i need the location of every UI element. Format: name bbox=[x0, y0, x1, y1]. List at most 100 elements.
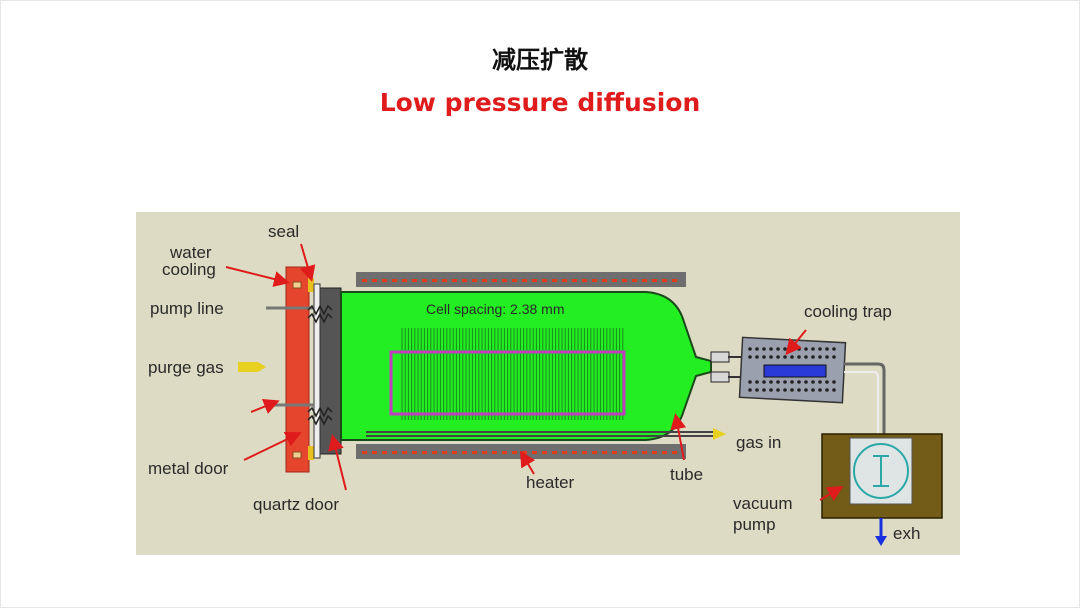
spring-upper-2 bbox=[307, 312, 333, 324]
label-gas-in: gas in bbox=[736, 433, 781, 452]
cooling-trap-fin bbox=[755, 347, 759, 351]
heater-element-dot bbox=[392, 451, 397, 454]
heater-element-dot bbox=[412, 279, 417, 282]
heater-element-dot bbox=[562, 451, 567, 454]
heater-top bbox=[356, 272, 686, 287]
cooling-trap-fin bbox=[818, 388, 822, 392]
heater-element-dot bbox=[442, 451, 447, 454]
cooling-trap-fin bbox=[783, 347, 787, 351]
cooling-trap-fin bbox=[769, 355, 773, 359]
heater-element-dot bbox=[482, 279, 487, 282]
heater-element-dot bbox=[372, 451, 377, 454]
label-quartz-door: quartz door bbox=[253, 495, 339, 514]
arrow-water-cooling bbox=[225, 266, 290, 287]
trap-to-pump-pipe bbox=[844, 362, 886, 437]
heater-element-dot bbox=[402, 279, 407, 282]
heater-element-dot bbox=[542, 279, 547, 282]
cooling-trap-fin bbox=[825, 355, 829, 359]
heater-element-dot bbox=[652, 279, 657, 282]
cooling-trap-fin bbox=[748, 347, 752, 351]
seal-top bbox=[308, 278, 314, 292]
cooling-trap-fin bbox=[797, 380, 801, 384]
cooling-trap-fin bbox=[762, 347, 766, 351]
heater-element-dot bbox=[672, 279, 677, 282]
cooling-trap-fin bbox=[797, 355, 801, 359]
heater-element-dot bbox=[522, 451, 527, 454]
heater-element-dot bbox=[452, 279, 457, 282]
exhaust-arrow bbox=[875, 536, 887, 546]
cooling-trap-fin bbox=[790, 380, 794, 384]
cooling-trap-fin bbox=[818, 355, 822, 359]
heater-element-dot bbox=[592, 279, 597, 282]
heater-element-dot bbox=[532, 279, 537, 282]
cooling-trap-fin bbox=[825, 380, 829, 384]
label-tube: tube bbox=[670, 465, 703, 484]
cooling-trap-fins bbox=[748, 347, 836, 392]
heater-element-dot bbox=[642, 279, 647, 282]
cooling-trap-fin bbox=[783, 380, 787, 384]
cooling-trap-fin bbox=[776, 347, 780, 351]
spring-upper bbox=[307, 304, 333, 316]
arrow-purge-line bbox=[250, 399, 280, 414]
heater-element-dot bbox=[462, 451, 467, 454]
spring-lower-2 bbox=[307, 414, 333, 426]
cooling-trap-fin bbox=[797, 388, 801, 392]
label-purge-gas: purge gas bbox=[148, 358, 224, 377]
cooling-trap-fin bbox=[783, 388, 787, 392]
heater-element-dot bbox=[382, 279, 387, 282]
heater-element-dot bbox=[632, 451, 637, 454]
arrow-tube bbox=[670, 413, 687, 461]
heater-element-dot bbox=[512, 451, 517, 454]
heater-element-dot bbox=[442, 279, 447, 282]
trap-to-pump-pipe-inner bbox=[844, 371, 879, 437]
heater-element-dot bbox=[382, 451, 387, 454]
heater-element-dot bbox=[362, 451, 367, 454]
heater-element-dot bbox=[552, 279, 557, 282]
heater-element-dot bbox=[412, 451, 417, 454]
cooling-trap-fin bbox=[804, 355, 808, 359]
heater-element-dot bbox=[492, 279, 497, 282]
heater-element-dot bbox=[602, 451, 607, 454]
cooling-trap-fin bbox=[832, 388, 836, 392]
cooling-trap-fin bbox=[811, 388, 815, 392]
cooling-trap-core bbox=[763, 364, 827, 378]
cooling-trap-fin bbox=[769, 388, 773, 392]
heater-element-dot bbox=[652, 451, 657, 454]
cooling-trap-fin bbox=[769, 347, 773, 351]
cooling-trap-fin bbox=[804, 347, 808, 351]
cooling-trap-fin bbox=[790, 388, 794, 392]
label-heater: heater bbox=[526, 473, 575, 492]
heater-element-dot bbox=[602, 279, 607, 282]
heater-element-dot bbox=[472, 279, 477, 282]
cooling-trap-fin bbox=[748, 380, 752, 384]
arrow-heater bbox=[519, 450, 536, 475]
heater-element-dot bbox=[572, 451, 577, 454]
cooling-trap-fin bbox=[804, 388, 808, 392]
heater-element-dot bbox=[622, 279, 627, 282]
cooling-trap-fin bbox=[762, 388, 766, 392]
spring-lower bbox=[307, 406, 333, 418]
heater-element-dot bbox=[612, 451, 617, 454]
cooling-trap-fin bbox=[769, 380, 773, 384]
arrow-vacuum-pump bbox=[819, 485, 844, 502]
wafer-stack bbox=[401, 328, 624, 420]
slide-title-english: Low pressure diffusion bbox=[379, 88, 701, 117]
lpcvd-furnace-diagram: seal water cooling pump line purge gas m… bbox=[136, 212, 960, 555]
cooling-trap-fin bbox=[762, 355, 766, 359]
label-water-cooling-2: cooling bbox=[162, 260, 216, 279]
heater-element-dot bbox=[562, 279, 567, 282]
heater-element-dot bbox=[502, 451, 507, 454]
wafer-boat bbox=[389, 350, 626, 416]
label-seal: seal bbox=[268, 222, 299, 241]
heater-element-dot bbox=[422, 451, 427, 454]
heater-element-dot bbox=[672, 451, 677, 454]
label-metal-door: metal door bbox=[148, 459, 229, 478]
label-cell-spacing: Cell spacing: 2.38 mm bbox=[426, 301, 565, 317]
heater-element-dot bbox=[642, 451, 647, 454]
water-cooling-port-bottom bbox=[292, 451, 302, 459]
heater-element-dot bbox=[432, 279, 437, 282]
purge-gas-arrow bbox=[238, 362, 266, 372]
heater-element-dot bbox=[592, 451, 597, 454]
heater-element-dot bbox=[482, 451, 487, 454]
cooling-trap-fin bbox=[811, 347, 815, 351]
